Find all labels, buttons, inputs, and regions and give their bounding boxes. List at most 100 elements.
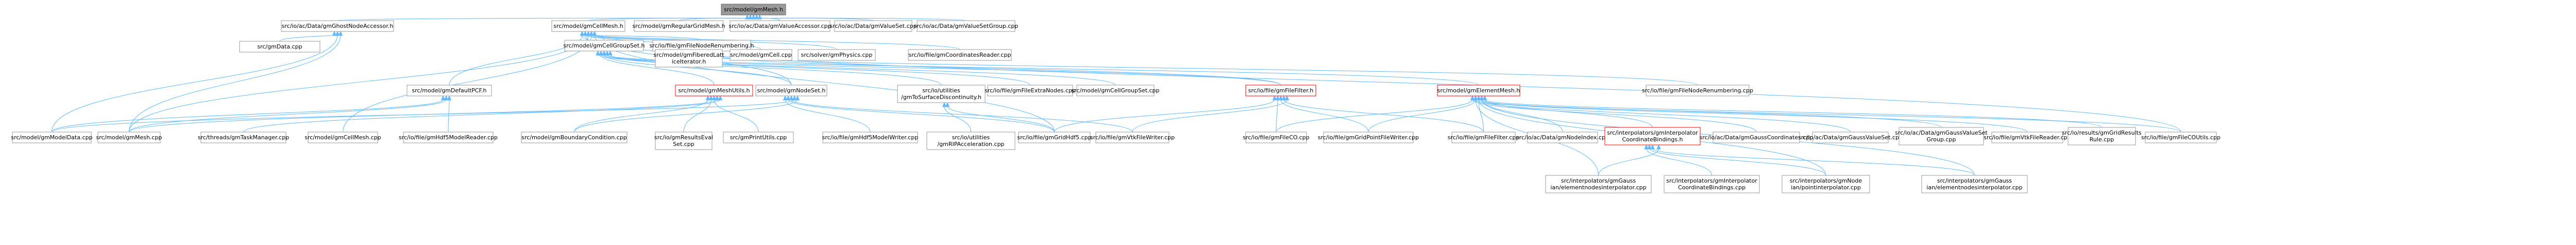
file-node-n36[interactable]: src/io/file/gmGridPointFileWriter.cpp [1318,132,1419,143]
file-node-n3[interactable]: src/model/gmRegularGridMesh.h [632,20,725,32]
dependency-edge [601,54,715,86]
arrowhead [1275,95,1280,101]
file-node-n5[interactable]: src/io/ac/Data/gmValueSet.cpp [829,20,917,32]
file-nodes: src/model/gmMesh.h src/io/ac/Data/gmGhost… [11,4,2221,193]
file-node-n0[interactable]: src/model/gmMesh.h [721,4,786,15]
arrowhead [705,95,710,101]
file-node-n30[interactable]: src/gmPrintUtils.cpp [723,132,794,143]
arrowhead [1647,144,1652,150]
node-label: src/model/gmCellGroupSet.cpp [1071,87,1159,94]
file-node-n35[interactable]: src/io/file/gmFileCO.cpp [1243,132,1310,143]
file-node-n20[interactable]: src/io/file/gmFileFilter.h [1245,85,1316,96]
file-node-n37[interactable]: src/io/file/gmFileFilter.cpp [1448,132,1520,143]
file-node-n28[interactable]: src/model/gmBoundaryCondition.cpp [521,132,628,143]
node-box [897,85,986,103]
node-label: src/io/results/gmGridResults [2062,129,2142,136]
node-label: src/model/gmMesh.cpp [96,134,162,141]
node-box [564,40,644,52]
arrowhead [711,95,717,101]
arrowhead [1644,144,1649,150]
node-box [281,20,394,32]
arrowhead [1278,95,1283,101]
node-label: src/io/ac/Data/gmGhostNodeAccessor.h [282,23,394,29]
node-label: src/model/gmNodeSet.h [757,87,826,94]
file-node-n39[interactable]: src/interpolators/gmInterpolatorCoordina… [1604,127,1701,145]
file-node-n49[interactable]: src/interpolators/gmGaussian/elementnode… [1921,175,2028,193]
node-label: src/model/gmDefaultPCF.h [412,87,487,94]
node-label: Rule.cpp [2090,136,2114,143]
arrowhead [332,30,337,36]
file-node-n14[interactable]: src/model/gmDefaultPCF.h [406,85,492,96]
node-label: src/io/file/gmHdf5ModelReader.cpp [399,134,498,141]
arrowhead [602,50,606,56]
file-node-n13[interactable]: src/io/file/gmCoordinatesReader.cpp [908,49,1012,61]
node-box [730,20,831,32]
file-node-n45[interactable]: src/io/file/gmFileCOUtils.cpp [2141,132,2221,143]
file-node-n9[interactable]: src/io/file/gmFileNodeRenumbering.h [650,40,754,52]
file-node-n48[interactable]: src/interpolators/gmNodeian/pointinterpo… [1782,175,1870,193]
node-label: src/model/gmElementMesh.h [1437,87,1520,94]
node-label: src/io/ac/Data/gmNodeIndex.cpp [1516,134,1609,141]
file-node-n16[interactable]: src/model/gmNodeSet.h [755,85,827,96]
file-node-n24[interactable]: src/model/gmMesh.cpp [96,132,162,143]
dependency-edge [1472,99,2181,133]
file-node-n15[interactable]: src/model/gmMeshUtils.h [675,85,753,96]
file-node-n2[interactable]: src/model/gmCellMesh.h [551,20,625,32]
dependency-edge [574,99,798,133]
file-node-n6[interactable]: src/io/ac/Data/gmValueSetGroup.cpp [914,20,1019,32]
file-node-n19[interactable]: src/model/gmCellGroupSet.cpp [1071,85,1160,96]
file-node-n33[interactable]: src/io/file/gmGridHdf5.cpp [1017,132,1092,143]
arrowhead [754,14,759,20]
file-node-n43[interactable]: src/io/file/gmVtkFileReader.cpp [1984,132,2071,143]
dependency-edge [52,35,338,133]
node-box [12,132,92,143]
file-node-n21[interactable]: src/model/gmElementMesh.h [1437,85,1520,96]
dependency-edge [683,99,711,133]
arrowhead [335,30,340,36]
node-label: src/io/file/gmFileExtraNodes.cpp [985,87,1076,94]
file-node-n47[interactable]: src/interpolators/gmInterpolatorCoordina… [1664,175,1760,193]
arrowhead [1284,95,1290,101]
file-node-n26[interactable]: src/model/gmCellMesh.cpp [304,132,381,143]
node-box [1782,175,1870,193]
dependency-edge [574,99,708,133]
node-box [1812,132,1889,143]
file-node-n27[interactable]: src/io/file/gmHdf5ModelReader.cpp [399,132,498,143]
file-node-n12[interactable]: src/solver/gmPhysics.cpp [798,49,876,61]
node-label: src/model/gmModelData.cpp [11,134,92,141]
file-node-n34[interactable]: src/io/file/gmVtkFileWriter.cpp [1090,132,1175,143]
arrowhead [1272,95,1277,101]
arrowhead [783,95,788,101]
arrowhead [1656,144,1661,150]
node-label: src/gmData.cpp [257,43,302,50]
file-node-n11[interactable]: src/model/gmCell.cpp [730,49,792,61]
file-node-n7[interactable]: src/gmData.cpp [239,41,320,53]
file-node-n8[interactable]: src/model/gmCellGroupSet.h [563,40,645,52]
dependency-edge [1475,99,1851,133]
arrowhead [580,30,585,36]
node-label: Set.cpp [673,141,694,148]
file-node-n32[interactable]: src/io/utilities/gmRIPAcceleration.cpp [926,132,1015,150]
arrowhead [708,95,714,101]
file-node-n46[interactable]: src/interpolators/gmGaussian/elementnode… [1545,175,1652,193]
file-node-n25[interactable]: src/threads/gmTaskManager.cpp [198,132,289,143]
file-node-n1[interactable]: src/io/ac/Data/gmGhostNodeAccessor.h [281,20,394,32]
node-label: src/io/utilities [922,87,960,94]
file-node-n17[interactable]: src/io/utilities/gmToSurfaceDiscontinuit… [897,85,986,103]
node-label: src/model/gmRegularGridMesh.h [632,23,725,29]
file-node-n22[interactable]: src/io/file/gmFileNodeRenumbering.cpp [1642,85,1753,96]
node-label: src/io/ac/Data/gmValueSet.cpp [829,23,917,29]
file-node-n31[interactable]: src/io/file/gmHdf5ModelWriter.cpp [822,132,919,143]
arrowhead [440,95,446,101]
file-node-n38[interactable]: src/io/ac/Data/gmNodeIndex.cpp [1516,132,1609,143]
file-node-n23[interactable]: src/model/gmModelData.cpp [11,132,93,143]
file-node-n18[interactable]: src/io/file/gmFileExtraNodes.cpp [985,85,1076,96]
file-node-n4[interactable]: src/io/ac/Data/gmValueAccessor.cpp [728,20,832,32]
node-label: CoordinateBindings.h [1622,136,1683,143]
file-node-n41[interactable]: src/io/ac/Data/gmGaussValueSet.cpp [1798,132,1903,143]
file-node-n40[interactable]: src/io/ac/Data/gmGaussCoordinates.cpp [1700,132,1814,143]
